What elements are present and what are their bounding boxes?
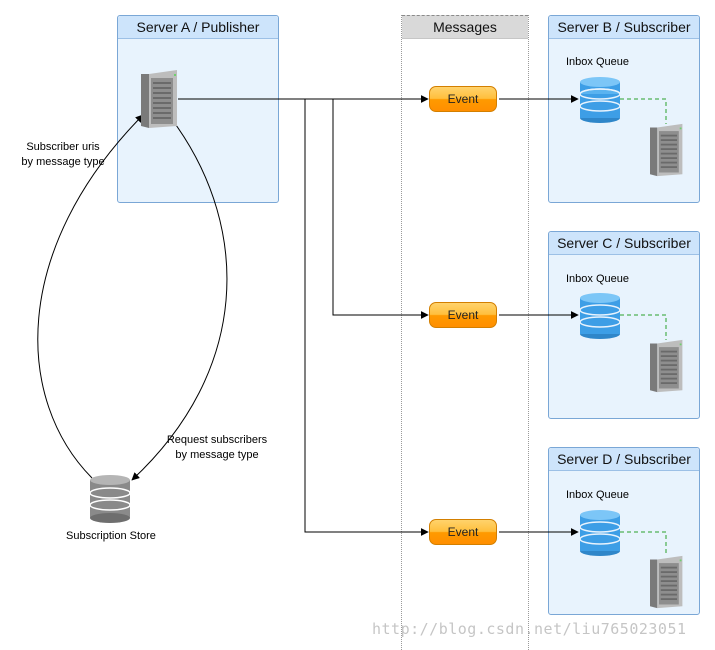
subscription-store-icon — [89, 475, 131, 523]
subscriber-d-title: Server D / Subscriber — [549, 448, 699, 471]
inbox-queue-b-icon — [579, 77, 621, 123]
inbox-queue-d-label: Inbox Queue — [566, 489, 629, 501]
edge-label-uris: Subscriber uris by message type — [14, 140, 112, 170]
edge-label-request: Request subscribers by message type — [155, 433, 279, 463]
edge-label-request-line1: Request subscribers — [166, 434, 268, 446]
subscriber-b-server-icon — [650, 123, 683, 177]
watermark-url: http://blog.csdn.net/liu765023051 — [372, 620, 687, 638]
inbox-queue-c-label: Inbox Queue — [566, 273, 629, 285]
edge-publisher-to-event-c — [332, 99, 429, 319]
link-queue-d-server — [620, 531, 667, 556]
subscriber-d-server-icon — [650, 555, 683, 609]
subscriber-c-title: Server C / Subscriber — [549, 232, 699, 255]
event-d: Event — [429, 519, 497, 545]
inbox-queue-c-icon — [579, 293, 621, 339]
publisher-title: Server A / Publisher — [118, 16, 278, 39]
edge-label-request-line2: by message type — [175, 449, 259, 461]
edge-publisher-to-store — [131, 124, 228, 481]
messages-lane-title: Messages — [402, 15, 528, 39]
edge-label-uris-line1: Subscriber uris — [26, 141, 100, 153]
link-queue-b-server — [620, 98, 667, 124]
messages-lane: Messages — [401, 15, 529, 650]
edge-publisher-to-event-d — [304, 99, 429, 536]
inbox-queue-b-label: Inbox Queue — [566, 56, 629, 68]
subscriber-c-server-icon — [650, 339, 683, 393]
event-c: Event — [429, 302, 497, 328]
link-queue-c-server — [620, 314, 667, 340]
subscription-store-label: Subscription Store — [66, 530, 156, 542]
publisher-server-icon — [141, 70, 177, 128]
inbox-queue-d-icon — [579, 510, 621, 556]
subscriber-b-title: Server B / Subscriber — [549, 16, 699, 39]
edge-label-uris-line2: by message type — [21, 156, 105, 168]
edge-store-to-publisher — [37, 114, 144, 479]
event-b: Event — [429, 86, 497, 112]
